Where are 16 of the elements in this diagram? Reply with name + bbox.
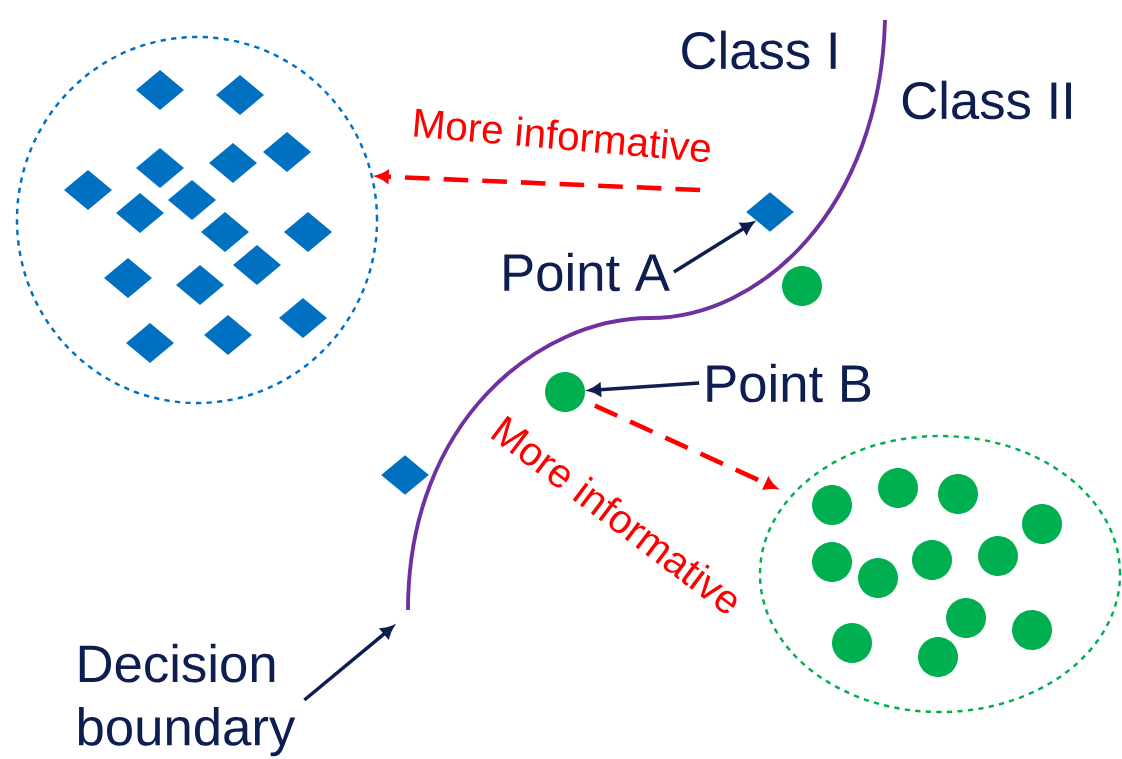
circle-marker: [782, 266, 822, 306]
text-label: Point B: [707, 363, 871, 403]
cluster-ellipse: [15, 35, 379, 405]
circle-marker: [545, 372, 585, 412]
class-label: Class I: [682, 30, 836, 70]
arrow: [376, 170, 701, 193]
diamond-marker: [746, 192, 794, 232]
class-label: Class II: [902, 80, 1071, 120]
edge-label: More informative: [408, 105, 716, 165]
cluster-ellipse: [758, 434, 1122, 714]
diamond-marker: [381, 455, 429, 495]
text-label: Point A: [504, 252, 670, 292]
arrow: [303, 625, 394, 702]
text-label: Decision boundary: [78, 643, 296, 757]
arrow: [588, 381, 700, 396]
arrow: [672, 221, 754, 274]
